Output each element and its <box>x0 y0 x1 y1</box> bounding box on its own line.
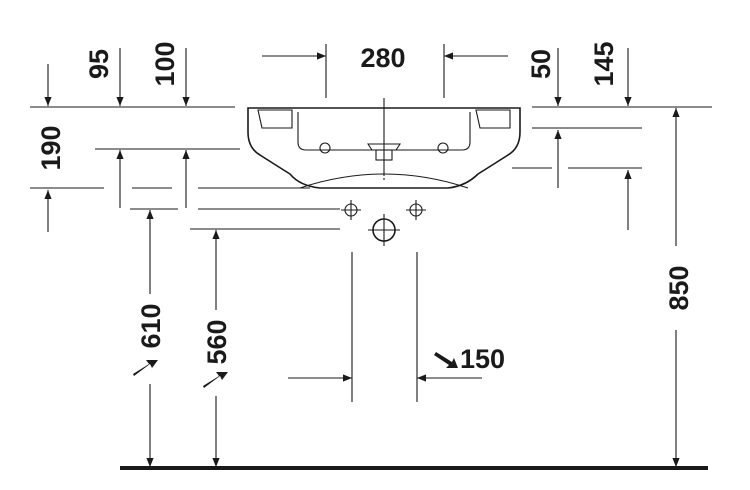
dimension-label-560: 560 <box>202 319 232 364</box>
dimension-150: 150 <box>434 344 505 374</box>
dimension-label-850: 850 <box>664 265 694 310</box>
waste-connection <box>368 214 400 246</box>
supply-connection-right <box>406 200 426 220</box>
dimension-100: 100 <box>150 41 190 106</box>
dimension-label-50: 50 <box>526 49 556 79</box>
dimension-label-145: 145 <box>589 41 619 86</box>
dimension-95: 95 <box>84 48 124 106</box>
auxiliary-arrows <box>116 130 632 230</box>
dimension-190: 190 <box>36 64 66 232</box>
dimension-label-190: 190 <box>36 125 66 170</box>
spacing-extension-lines <box>288 252 482 402</box>
washbasin-outline <box>247 98 521 189</box>
dimension-label-150: 150 <box>460 344 505 374</box>
dimension-145: 145 <box>589 41 632 106</box>
rim-reference-lines <box>30 106 712 230</box>
dimension-610: 610 <box>133 210 166 467</box>
dimension-label-100: 100 <box>150 41 180 86</box>
dimension-850: 850 <box>664 108 694 467</box>
dimension-label-95: 95 <box>84 49 114 79</box>
dimension-label-280: 280 <box>360 43 405 73</box>
supply-connection-left <box>341 200 361 220</box>
dimension-280: 280 <box>262 43 508 98</box>
dimension-50: 50 <box>526 48 562 106</box>
dimension-560: 560 <box>202 230 232 467</box>
dimension-label-610: 610 <box>136 303 166 348</box>
